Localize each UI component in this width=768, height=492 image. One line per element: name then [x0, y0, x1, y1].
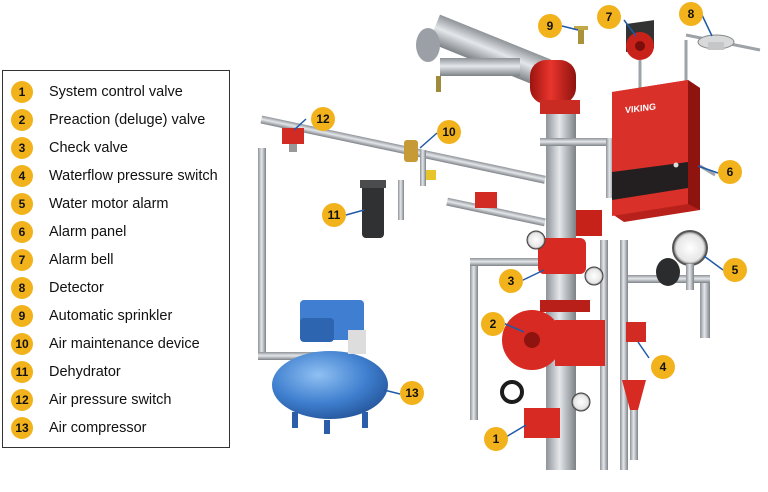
pressure-gauges: [526, 230, 604, 412]
legend-item: 6 Alarm panel: [11, 219, 126, 245]
callout-badge-4: 4: [651, 355, 675, 379]
legend-number-badge: 1: [11, 81, 33, 103]
legend-item: 9 Automatic sprinkler: [11, 303, 172, 329]
legend-label: Waterflow pressure switch: [49, 168, 218, 184]
legend-item: 7 Alarm bell: [11, 247, 113, 273]
callout-badge-5: 5: [723, 258, 747, 282]
legend-number-badge: 4: [11, 165, 33, 187]
callout-badge-9: 9: [538, 14, 562, 38]
callout-badge-8: 8: [679, 2, 703, 26]
callout-badge-12: 12: [311, 107, 335, 131]
air-pressure-switch-left: [282, 128, 304, 152]
legend-label: Alarm bell: [49, 252, 114, 268]
callout-badge-13: 13: [400, 381, 424, 405]
legend-item: 5 Water motor alarm: [11, 191, 169, 217]
callout-badge-7: 7: [597, 5, 621, 29]
legend-number-badge: 5: [11, 193, 33, 215]
legend-label: Detector: [49, 280, 104, 296]
legend-number-badge: 11: [11, 361, 33, 383]
callout-leader-lines: [293, 14, 724, 438]
legend-label: Preaction (deluge) valve: [49, 112, 206, 128]
legend-number-badge: 9: [11, 305, 33, 327]
system-control-valve: [500, 380, 560, 438]
legend-number-badge: 2: [11, 109, 33, 131]
legend-item: 8 Detector: [11, 275, 104, 301]
air-compressor: [272, 300, 388, 434]
legend-number-badge: 10: [11, 333, 33, 355]
dehydrator-unit: [360, 180, 386, 238]
callout-badge-11: 11: [322, 203, 346, 227]
drain-funnel: [622, 380, 646, 460]
overhead-main-pipe: [416, 14, 552, 92]
alarm-panel: VIKING: [612, 20, 700, 222]
legend-number-badge: 13: [11, 417, 33, 439]
legend-label: Air compressor: [49, 420, 147, 436]
callout-badge-3: 3: [499, 269, 523, 293]
waterflow-pressure-switch: [626, 322, 646, 342]
callout-badge-2: 2: [481, 312, 505, 336]
legend-label: Automatic sprinkler: [49, 308, 173, 324]
legend-label: Water motor alarm: [49, 196, 169, 212]
legend-item: 12 Air pressure switch: [11, 387, 171, 413]
panel-brand-logo: VIKING: [625, 101, 656, 115]
legend-item: 2 Preaction (deluge) valve: [11, 107, 205, 133]
legend-number-badge: 3: [11, 137, 33, 159]
legend-label: Air maintenance device: [49, 336, 200, 352]
legend-item: 10 Air maintenance device: [11, 331, 200, 357]
legend-item: 13 Air compressor: [11, 415, 147, 441]
legend-item: 4 Waterflow pressure switch: [11, 163, 218, 189]
legend-label: Air pressure switch: [49, 392, 172, 408]
legend-label: Alarm panel: [49, 224, 127, 240]
air-pressure-switch-right: [475, 192, 497, 208]
air-maintenance-device: [404, 140, 436, 186]
legend-label: System control valve: [49, 84, 183, 100]
water-motor-alarm: [656, 230, 708, 290]
automatic-sprinkler-head: [574, 26, 588, 44]
legend-number-badge: 6: [11, 221, 33, 243]
legend-item: 1 System control valve: [11, 79, 183, 105]
detector-device: [697, 34, 735, 50]
preaction-valve-body: [502, 300, 605, 370]
legend-number-badge: 7: [11, 249, 33, 271]
legend-item: 3 Check valve: [11, 135, 128, 161]
legend-number-badge: 12: [11, 389, 33, 411]
callout-badge-10: 10: [437, 120, 461, 144]
legend-item: 11 Dehydrator: [11, 359, 121, 385]
legend-number-badge: 8: [11, 277, 33, 299]
legend-label: Check valve: [49, 140, 128, 156]
callout-badge-6: 6: [718, 160, 742, 184]
callout-badge-1: 1: [484, 427, 508, 451]
component-legend: 1 System control valve 2 Preaction (delu…: [2, 70, 230, 448]
legend-label: Dehydrator: [49, 364, 121, 380]
alarm-bell: [626, 32, 654, 60]
check-valve-body: [538, 210, 602, 274]
